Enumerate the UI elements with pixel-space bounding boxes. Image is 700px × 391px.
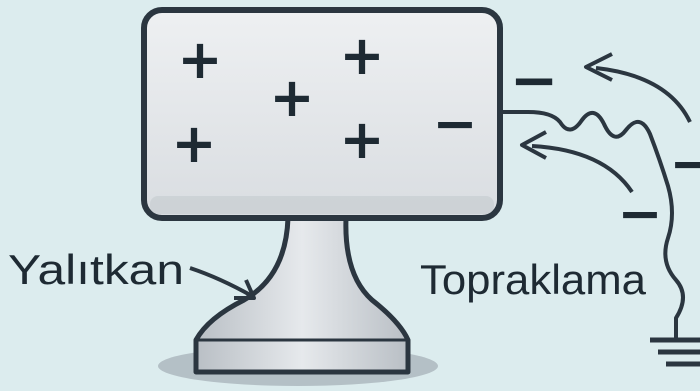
positive-charge: + (339, 24, 384, 87)
positive-charge: + (177, 28, 222, 91)
plate-thickness (150, 196, 494, 214)
insulator-label: Yalıtkan (8, 246, 184, 293)
positive-charge: + (269, 66, 314, 129)
negative-charge: − (510, 46, 559, 114)
insulator-stand (196, 218, 408, 372)
positive-charge: + (171, 112, 216, 175)
negative-charge: − (432, 92, 477, 155)
ground-symbol-icon (650, 340, 700, 364)
electron-flow-arrow (596, 68, 690, 122)
grounding-label: Topraklama (420, 256, 647, 303)
negative-charge: − (617, 182, 662, 245)
negative-charge: − (669, 132, 700, 195)
positive-charge: + (339, 108, 384, 171)
insulator-pointer-arrow (190, 268, 252, 296)
